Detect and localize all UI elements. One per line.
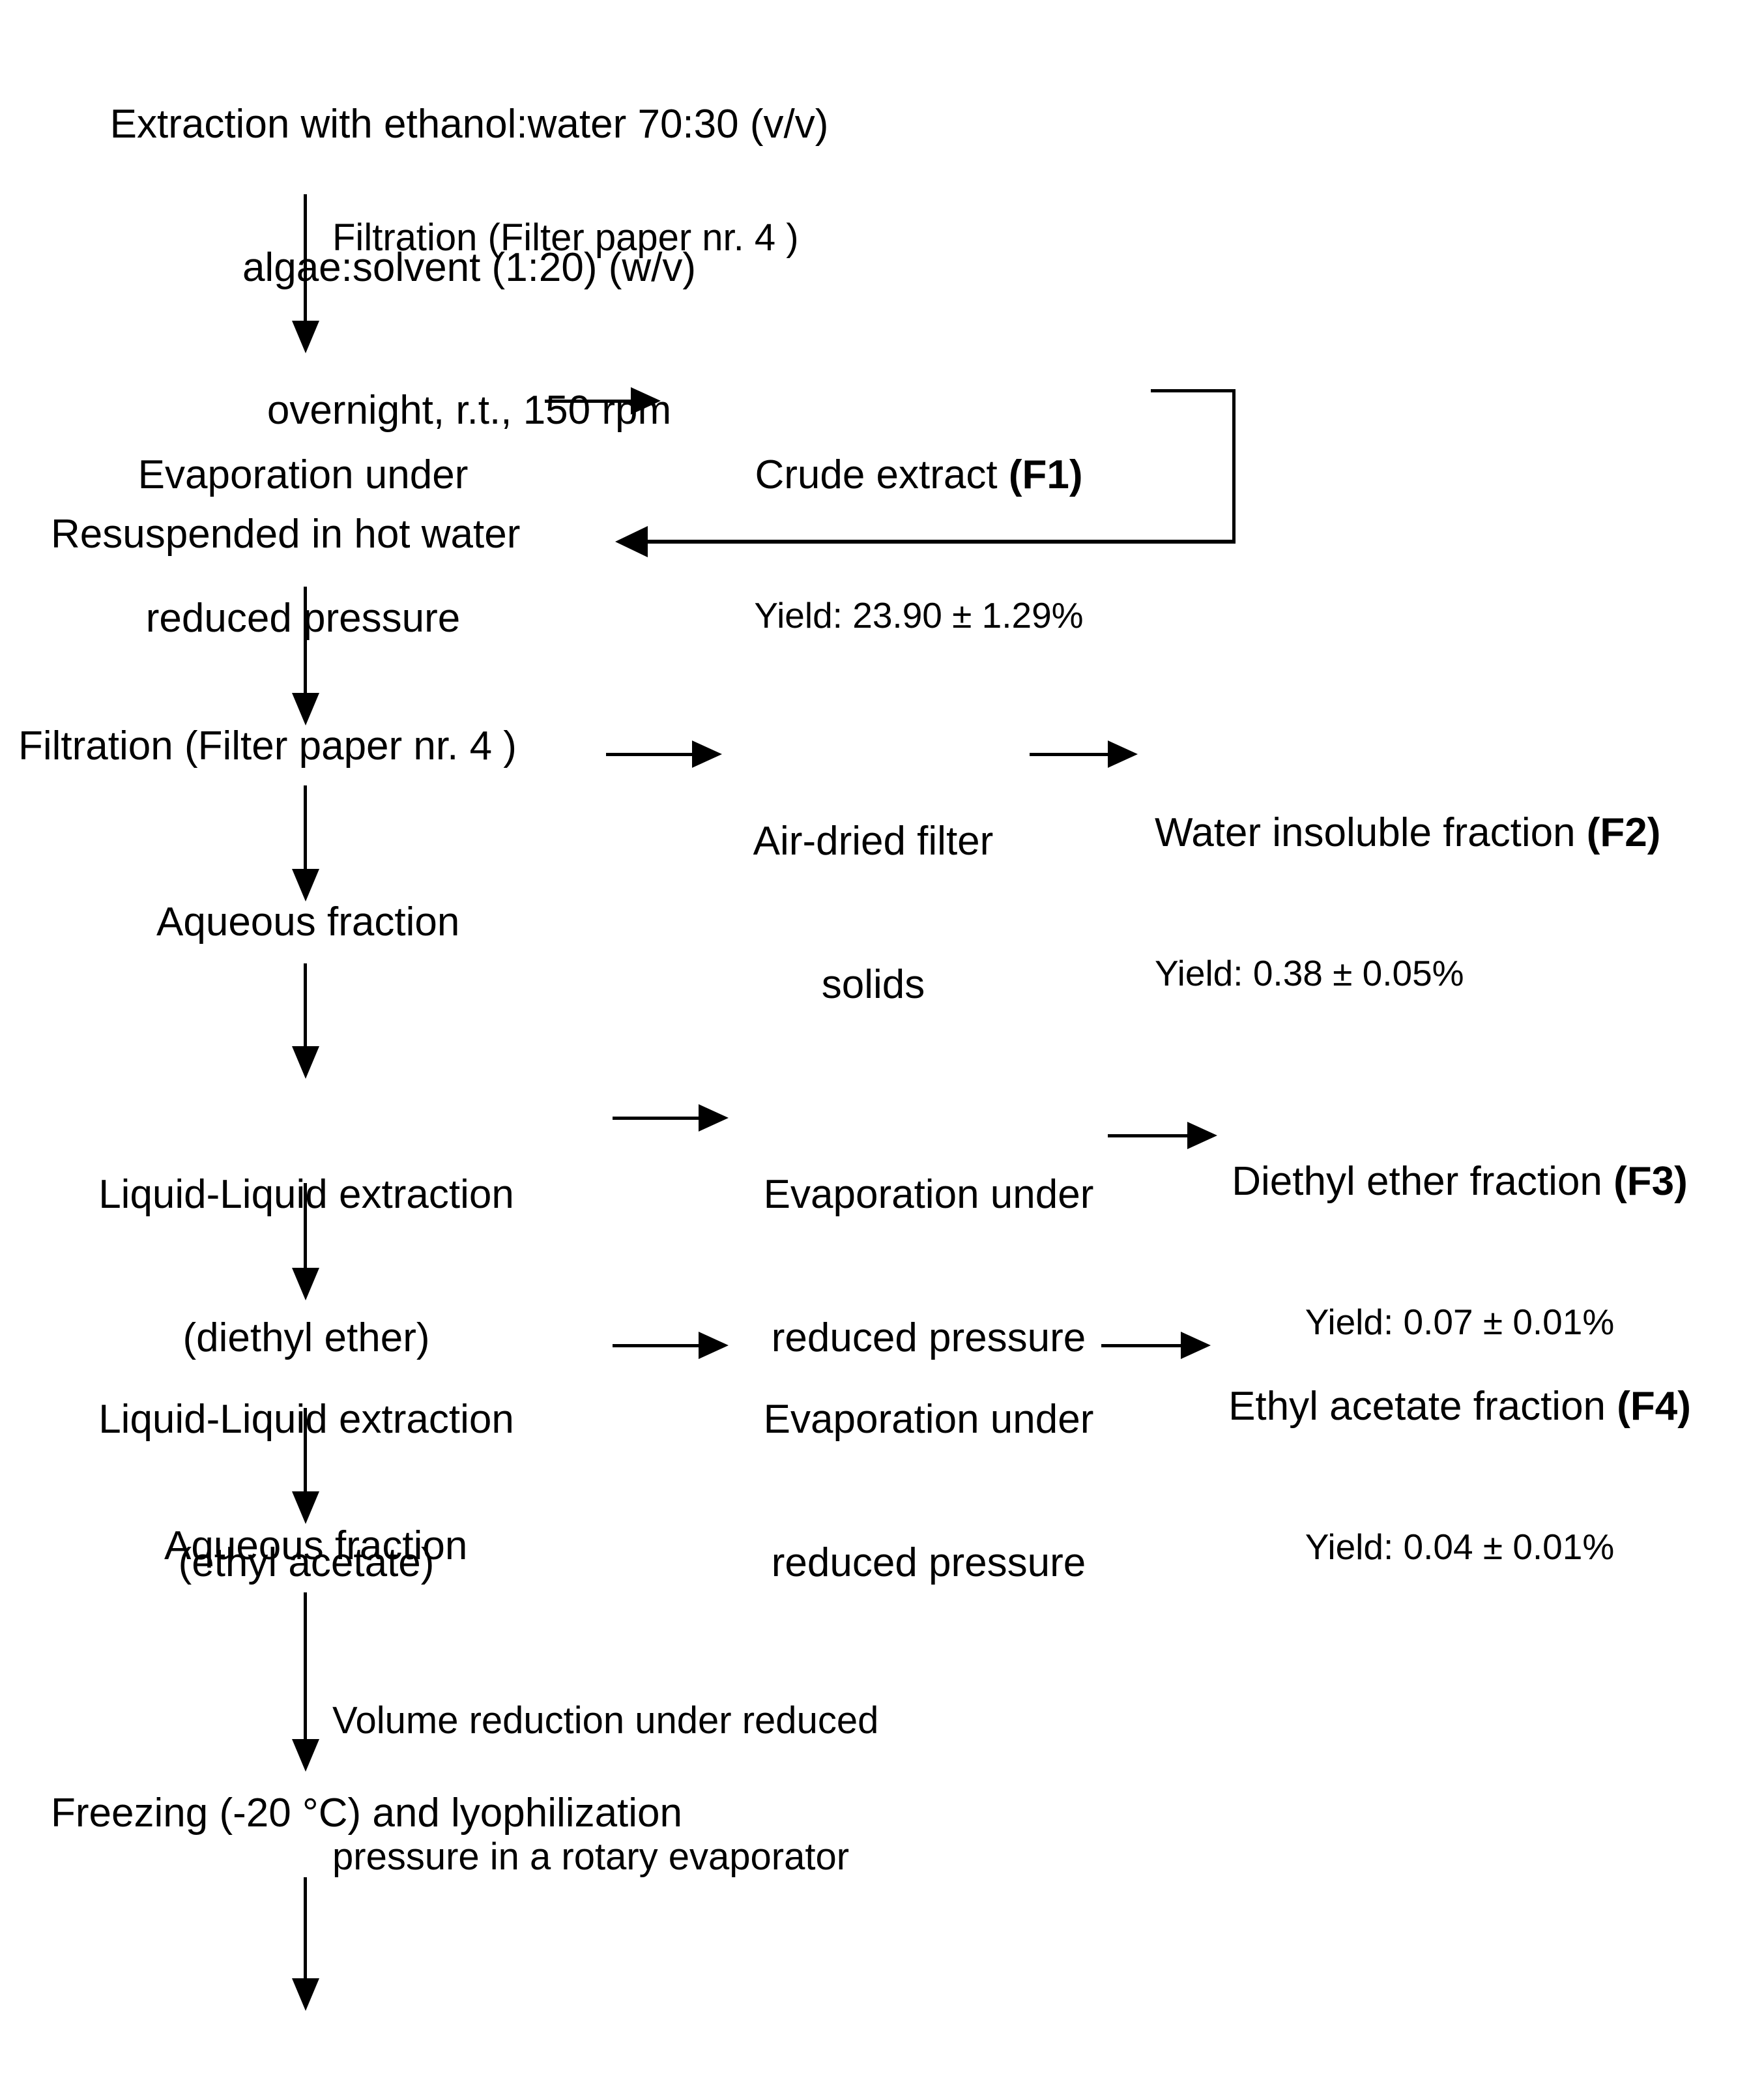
water-insoluble-label: Water insoluble fraction (F2) (1155, 810, 1661, 856)
arrow-freezing-to-f5-head (292, 1978, 319, 2011)
evaporation-1-line-2: reduced pressure (145, 595, 461, 641)
node-crude-extract: Crude extract (F1) Yield: 23.90 ± 1.29% (691, 356, 1147, 732)
extraction-line-3: overnight, r.t., 150 rpm (267, 388, 672, 433)
node-evaporation-2: Evaporation under reduced pressure (723, 1076, 1134, 1457)
node-aqueous-fraction-f5: Aqueous fraction (F5) Yield: 4.13 ± 0.44… (72, 2011, 528, 2093)
arrow-llacetate-to-aqueous2-line (304, 1408, 307, 1500)
node-aqueous-fraction-1: Aqueous fraction (156, 900, 460, 944)
water-insoluble-yield: Yield: 0.38 ± 0.05% (1155, 952, 1464, 993)
node-air-dried-solids: Air-dried filter solids (736, 722, 1010, 1104)
arrow-evaporation2-to-f3-head (1187, 1122, 1217, 1149)
arrow-freezing-to-f5-line (304, 1877, 307, 1987)
evaporation-3-line-1: Evaporation under (763, 1397, 1094, 1442)
arrow-llacetate-to-aqueous2-head (292, 1491, 319, 1524)
arrow-filtration-to-airdried-head (692, 740, 722, 768)
node-aqueous-fraction-2: Aqueous fraction (164, 1523, 468, 1568)
node-extraction: Extraction with ethanol:water 70:30 (v/v… (39, 5, 899, 530)
crude-extract-code: (F1) (1008, 452, 1083, 498)
crude-extract-label: Crude extract (F1) (755, 452, 1083, 498)
node-water-insoluble-fraction: Water insoluble fraction (F2) Yield: 0.3… (1155, 714, 1761, 1090)
diethyl-ether-code: (F3) (1613, 1159, 1688, 1205)
node-ethyl-acetate-fraction: Ethyl acetate fraction (F4) Yield: 0.04 … (1166, 1287, 1753, 1663)
volume-reduction-line-1: Volume reduction under reduced (332, 1699, 879, 1742)
node-ll-extraction-acetate: Liquid-Liquid extraction (ethyl acetate) (78, 1300, 534, 1682)
loop-top-segment (1151, 389, 1236, 392)
arrow-resuspended-to-filtration-line (304, 587, 307, 701)
node-evaporation-1: Evaporation under reduced pressure (98, 356, 508, 737)
arrow-llether-to-evaporation2-head (699, 1104, 729, 1132)
loop-arrow-head (615, 526, 648, 557)
node-ll-extraction-ether: Liquid-Liquid extraction (diethyl ether) (78, 1076, 534, 1457)
edge-label-filtration-1: Filtration (Filter paper nr. 4 ) (332, 216, 799, 259)
ethyl-acetate-label: Ethyl acetate fraction (F4) (1228, 1384, 1691, 1429)
arrow-llacetate-to-evaporation3-head (699, 1332, 729, 1359)
diethyl-ether-yield: Yield: 0.07 ± 0.01% (1305, 1301, 1615, 1342)
evaporation-2-line-1: Evaporation under (763, 1172, 1094, 1218)
arrow-evaporation2-to-f3-line (1108, 1134, 1193, 1137)
volume-reduction-line-2: pressure in a rotary evaporator (332, 1835, 850, 1878)
crude-extract-yield: Yield: 23.90 ± 1.29% (754, 594, 1084, 636)
arrow-aqueous1-to-ll-ether-line (304, 963, 307, 1056)
node-freezing-lyophilization: Freezing (-20 °C) and lyophilization (51, 1791, 683, 1836)
water-insoluble-code: (F2) (1586, 810, 1661, 856)
extraction-line-2: algae:solvent (1:20) (w/v) (242, 244, 697, 290)
node-filtration-2: Filtration (Filter paper nr. 4 ) (18, 724, 517, 768)
arrow-aqueous2-to-freezing-line (304, 1592, 307, 1749)
air-dried-line-1: Air-dried filter (753, 819, 994, 864)
ll-ether-line-2: (diethyl ether) (182, 1315, 430, 1360)
arrow-filtration-to-aqueous1-head (292, 869, 319, 901)
node-resuspended: Resuspended in hot water (51, 512, 521, 557)
evaporation-3-line-2: reduced pressure (771, 1540, 1086, 1585)
arrow-filtration-to-aqueous1-line (304, 785, 307, 878)
ethyl-acetate-code: (F4) (1617, 1384, 1691, 1429)
ll-acetate-line-2: (ethyl acetate) (178, 1540, 435, 1585)
arrow-evaporation-to-crude-head (631, 387, 661, 415)
arrow-llether-to-llacetate-line (304, 1183, 307, 1276)
arrow-evaporation3-to-f4-line (1101, 1344, 1186, 1347)
arrow-aqueous2-to-freezing-head (292, 1739, 319, 1772)
evaporation-2-line-2: reduced pressure (771, 1315, 1086, 1360)
evaporation-1-line-1: Evaporation under (137, 452, 469, 498)
extraction-line-1: Extraction with ethanol:water 70:30 (v/v… (109, 102, 829, 147)
arrow-llether-to-evaporation2-line (613, 1117, 704, 1120)
arrow-evaporation-to-crude-line (545, 400, 636, 403)
arrow-evaporation3-to-f4-head (1181, 1332, 1211, 1359)
arrow-resuspended-to-filtration-head (292, 693, 319, 725)
arrow-llether-to-llacetate-head (292, 1268, 319, 1300)
arrow-llacetate-to-evaporation3-line (613, 1344, 704, 1347)
loop-right-segment (1232, 389, 1236, 543)
arrow-airdried-to-f2-line (1030, 753, 1114, 756)
node-diethyl-ether-fraction: Diethyl ether fraction (F3) Yield: 0.07 … (1166, 1062, 1753, 1439)
ethyl-acetate-yield: Yield: 0.04 ± 0.01% (1305, 1526, 1615, 1567)
arrow-extraction-to-evaporation-line (304, 194, 307, 328)
node-evaporation-3: Evaporation under reduced pressure (723, 1300, 1134, 1682)
ll-acetate-line-1: Liquid-Liquid extraction (98, 1397, 514, 1442)
edge-label-volume-reduction: Volume reduction under reduced pressure … (332, 1607, 878, 1970)
loop-bottom-segment (645, 540, 1236, 544)
arrow-extraction-to-evaporation-head (292, 321, 319, 353)
diethyl-ether-label: Diethyl ether fraction (F3) (1232, 1159, 1688, 1205)
ll-ether-line-1: Liquid-Liquid extraction (98, 1172, 514, 1218)
arrow-filtration-to-airdried-line (606, 753, 697, 756)
air-dried-line-2: solids (821, 961, 925, 1007)
arrow-aqueous1-to-ll-ether-head (292, 1046, 319, 1079)
arrow-airdried-to-f2-head (1108, 740, 1138, 768)
